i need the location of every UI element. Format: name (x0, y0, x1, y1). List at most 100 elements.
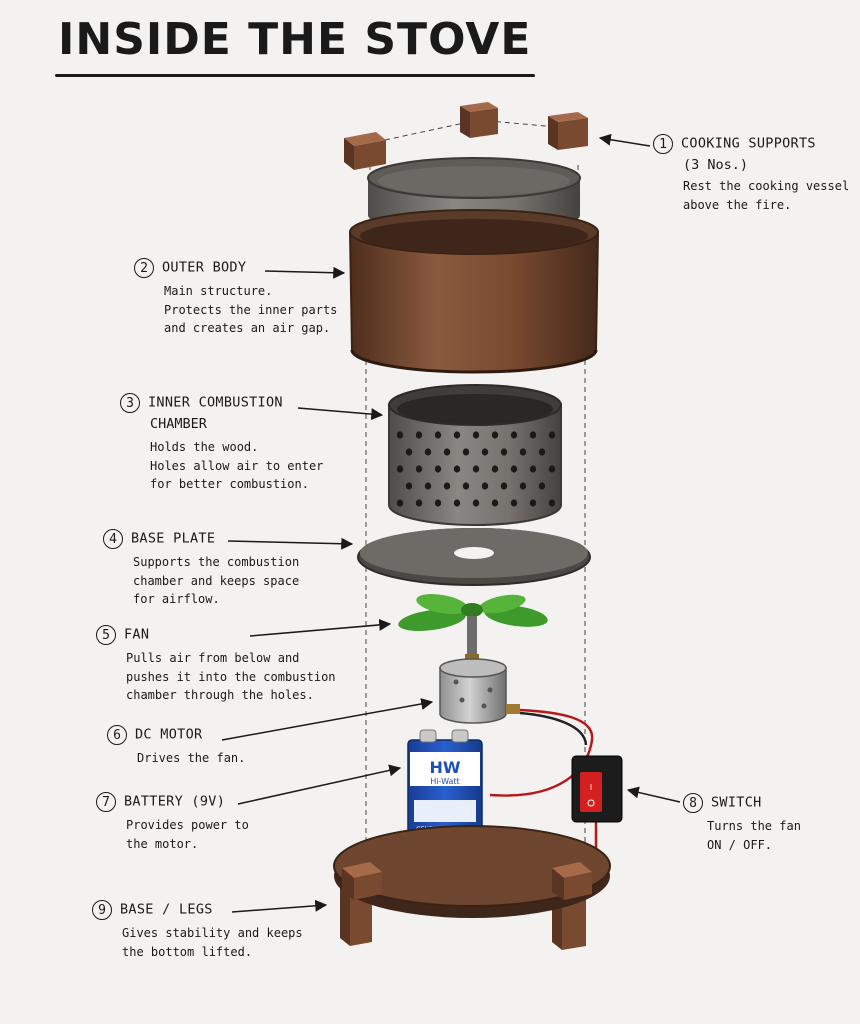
chamber-hole (510, 499, 518, 507)
callout-7-desc: Provides power to the motor. (126, 818, 249, 851)
chamber-hole (472, 431, 480, 439)
chamber-hole (415, 499, 423, 507)
chamber-hole (434, 465, 442, 473)
battery-brand: HW (429, 758, 460, 777)
chamber-hole (453, 465, 461, 473)
switch-off-mark (587, 799, 595, 807)
chamber-hole (405, 448, 413, 456)
chamber-hole (481, 448, 489, 456)
fan (398, 594, 548, 664)
arrow-5 (249, 618, 392, 637)
chamber-hole (538, 482, 546, 490)
chamber-hole (462, 448, 470, 456)
arrow-9 (231, 899, 328, 913)
dc-motor (439, 658, 520, 724)
chamber-hole (424, 482, 432, 490)
title-underline (55, 74, 535, 77)
chamber-hole (510, 465, 518, 473)
callout-6-title: DC MOTOR (135, 726, 203, 743)
arrow-6 (221, 698, 434, 741)
callout-4-desc: Supports the combustion chamber and keep… (133, 555, 300, 606)
cooking-support-cube (548, 112, 588, 150)
cooking-support-cube (344, 132, 386, 170)
chamber-hole (491, 431, 499, 439)
chamber-hole (538, 448, 546, 456)
callout-5-desc: Pulls air from below and pushes it into … (126, 651, 336, 702)
callout-7-title: BATTERY (9V) (124, 793, 226, 810)
chamber-hole (415, 465, 423, 473)
cooking-support-cube (460, 102, 498, 138)
chamber-hole (500, 448, 508, 456)
base-plate (357, 528, 591, 586)
battery-model: Hi-Watt (430, 777, 459, 786)
arrow-2 (264, 266, 346, 279)
callout-3-subtitle: CHAMBER (150, 416, 207, 432)
chamber-hole (519, 482, 527, 490)
chamber-hole (453, 431, 461, 439)
chamber-hole (491, 499, 499, 507)
chamber-hole (472, 465, 480, 473)
chamber-hole (453, 499, 461, 507)
chamber-hole (510, 431, 518, 439)
arrow-1 (598, 133, 651, 147)
callout-3-desc: Holds the wood. Holes allow air to enter… (150, 440, 324, 491)
page-title: INSIDE THE STOVE (58, 14, 532, 65)
inner-combustion-chamber (388, 384, 562, 526)
callout-8-desc: Turns the fan ON / OFF. (707, 819, 801, 852)
chamber-hole (434, 431, 442, 439)
arrow-3 (297, 407, 384, 421)
chamber-hole (529, 465, 537, 473)
chamber-hole (548, 465, 556, 473)
chamber-hole (519, 448, 527, 456)
callout-1-desc: Rest the cooking vessel above the fire. (683, 179, 850, 212)
chamber-hole (481, 482, 489, 490)
base-legs (333, 825, 611, 950)
switch-on-mark: I (590, 783, 592, 792)
callout-1-title: COOKING SUPPORTS (681, 135, 816, 152)
callout-3-title: INNER COMBUSTION (148, 394, 283, 411)
switch: I (571, 755, 623, 823)
callout-6-desc: Drives the fan. (137, 751, 246, 765)
callout-5-title: FAN (124, 626, 150, 643)
chamber-hole (443, 482, 451, 490)
callout-2-desc: Main structure. Protects the inner parts… (164, 284, 338, 335)
chamber-hole (529, 431, 537, 439)
chamber-hole (462, 482, 470, 490)
chamber-hole (396, 499, 404, 507)
arrow-4 (227, 537, 354, 550)
chamber-hole (491, 465, 499, 473)
callout-4-title: BASE PLATE (131, 530, 216, 547)
chamber-hole (405, 482, 413, 490)
callout-9-desc: Gives stability and keeps the bottom lif… (122, 926, 303, 959)
chamber-hole (443, 448, 451, 456)
chamber-hole (424, 448, 432, 456)
battery (407, 729, 483, 849)
outer-body (348, 209, 600, 374)
chamber-hole (396, 465, 404, 473)
arrow-7 (237, 764, 402, 805)
callout-2-title: OUTER BODY (162, 259, 247, 276)
chamber-hole (548, 431, 556, 439)
chamber-hole (434, 499, 442, 507)
callout-1-subtitle: (3 Nos.) (683, 157, 749, 173)
callout-arrows (221, 133, 681, 913)
arrow-8 (626, 786, 681, 803)
chamber-hole (500, 482, 508, 490)
chamber-hole (415, 431, 423, 439)
chamber-hole (548, 499, 556, 507)
chamber-hole (472, 499, 480, 507)
chamber-hole (529, 499, 537, 507)
callout-9-title: BASE / LEGS (120, 901, 213, 918)
chamber-hole (396, 431, 404, 439)
callout-8-title: SWITCH (711, 794, 762, 811)
